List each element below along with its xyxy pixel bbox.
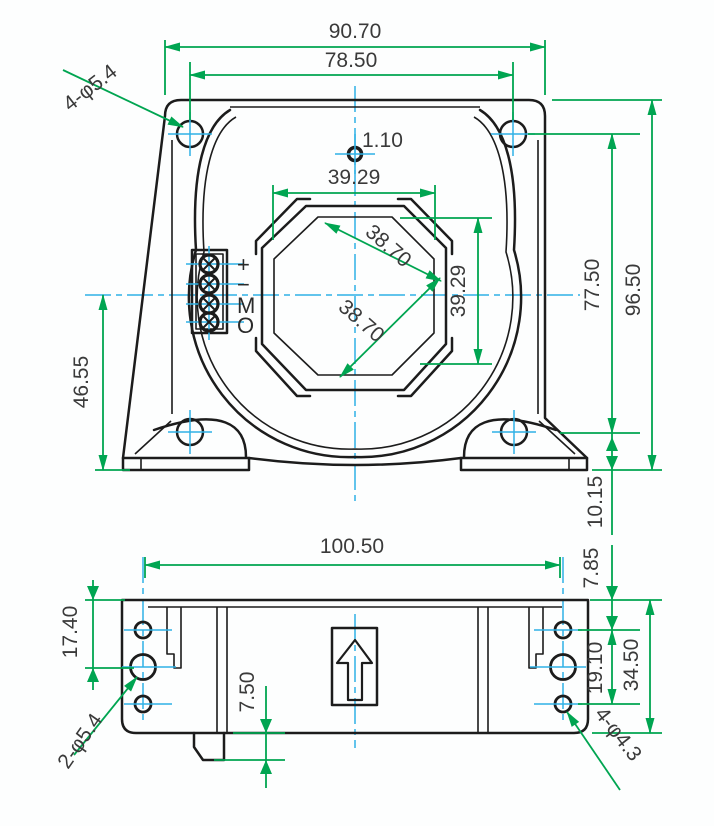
bottom-tab-outline [192,731,226,762]
front-view: + − M O 90.70 78.50 4-φ5.4 1.10 39.29 38… [59,20,662,535]
pilot-hole-crosshair [335,134,375,174]
front-side-inner-lines [171,140,539,414]
corner-holes-label: 4-φ5.4 [59,60,122,116]
side-body-outline [120,598,590,735]
terminal-crosshairs [186,246,244,340]
side-end-dividers [166,607,544,669]
base-holes-leader [566,711,621,791]
dim-hole-to-base-label: 77.50 [581,259,604,312]
dim-aperture-width-label: 39.29 [328,166,381,189]
dim-overall-width-label: 90.70 [329,20,382,43]
aperture-octagon-outer [260,204,448,392]
end-holes-label: 2-φ5.4 [53,709,107,773]
direction-arrow-box [330,626,379,707]
dim-side-height-label: 34.50 [620,639,643,692]
dim-diag-b-label: 38.70 [334,295,389,347]
front-outline [121,98,589,472]
side-width-ext-stubs [144,557,561,578]
side-centerlines [142,557,564,748]
direction-arrow-icon [335,638,374,702]
dim-foot-height-label: 10.15 [584,476,607,529]
foot-height-arrow-up [606,437,618,451]
dim-aperture-height-label: 39.29 [447,265,470,318]
front-extension-lines [95,40,662,471]
top-to-center-arrow-down [87,586,99,600]
dim-line-diag-b [339,277,441,378]
flange-gusset-curves [152,418,558,459]
mounting-hole-crosshairs [168,112,536,454]
aperture-octagon-inner [273,216,435,376]
terminal-label-m: M [237,293,255,318]
corner-holes-leader [62,69,184,128]
top-to-center-arrow-up [87,668,99,682]
core-body-inner-outline [196,116,514,450]
foot-height-arrow-down [606,456,618,470]
dim-tab-depth-label: 7.50 [236,672,259,713]
dim-top-to-hole-label: 7.85 [580,548,603,589]
dim-side-hole-span-label: 19.10 [584,642,607,695]
terminal-screw-slots [202,257,216,329]
end-holes-leader [73,676,138,756]
terminal-label-plus: + [237,252,250,277]
dim-side-width-label: 100.50 [320,535,384,558]
side-view: 100.50 7.85 17.40 19.10 34.50 2-φ5.4 7.5… [53,535,662,791]
side-extension-lines [85,599,662,761]
side-section-dividers [216,607,489,733]
top-to-hole-arrow-2 [606,616,618,630]
dim-top-to-center-label: 17.40 [59,606,82,659]
base-holes-label: 4-φ4.3 [590,703,646,766]
dim-hole-span-label: 78.50 [325,49,378,72]
side-hole-crosshairs [122,629,586,705]
foot-notches [140,458,570,470]
tab-depth-arrow-up [260,760,272,774]
terminal-block: + − M O [186,246,255,340]
dim-line-diag-a [324,222,442,282]
dim-overall-height-label: 96.50 [622,264,645,317]
terminal-screws [198,253,220,333]
dim-center-to-base-label: 46.55 [70,356,93,409]
terminal-label-minus: − [237,272,250,297]
side-end-holes [129,620,577,714]
pilot-hole-label: 1.10 [362,129,403,152]
aperture-corner-steps [254,197,454,398]
top-to-hole-arrow-1 [606,586,618,600]
tab-depth-arrow-down [260,719,272,733]
terminal-label-o: O [237,313,254,338]
